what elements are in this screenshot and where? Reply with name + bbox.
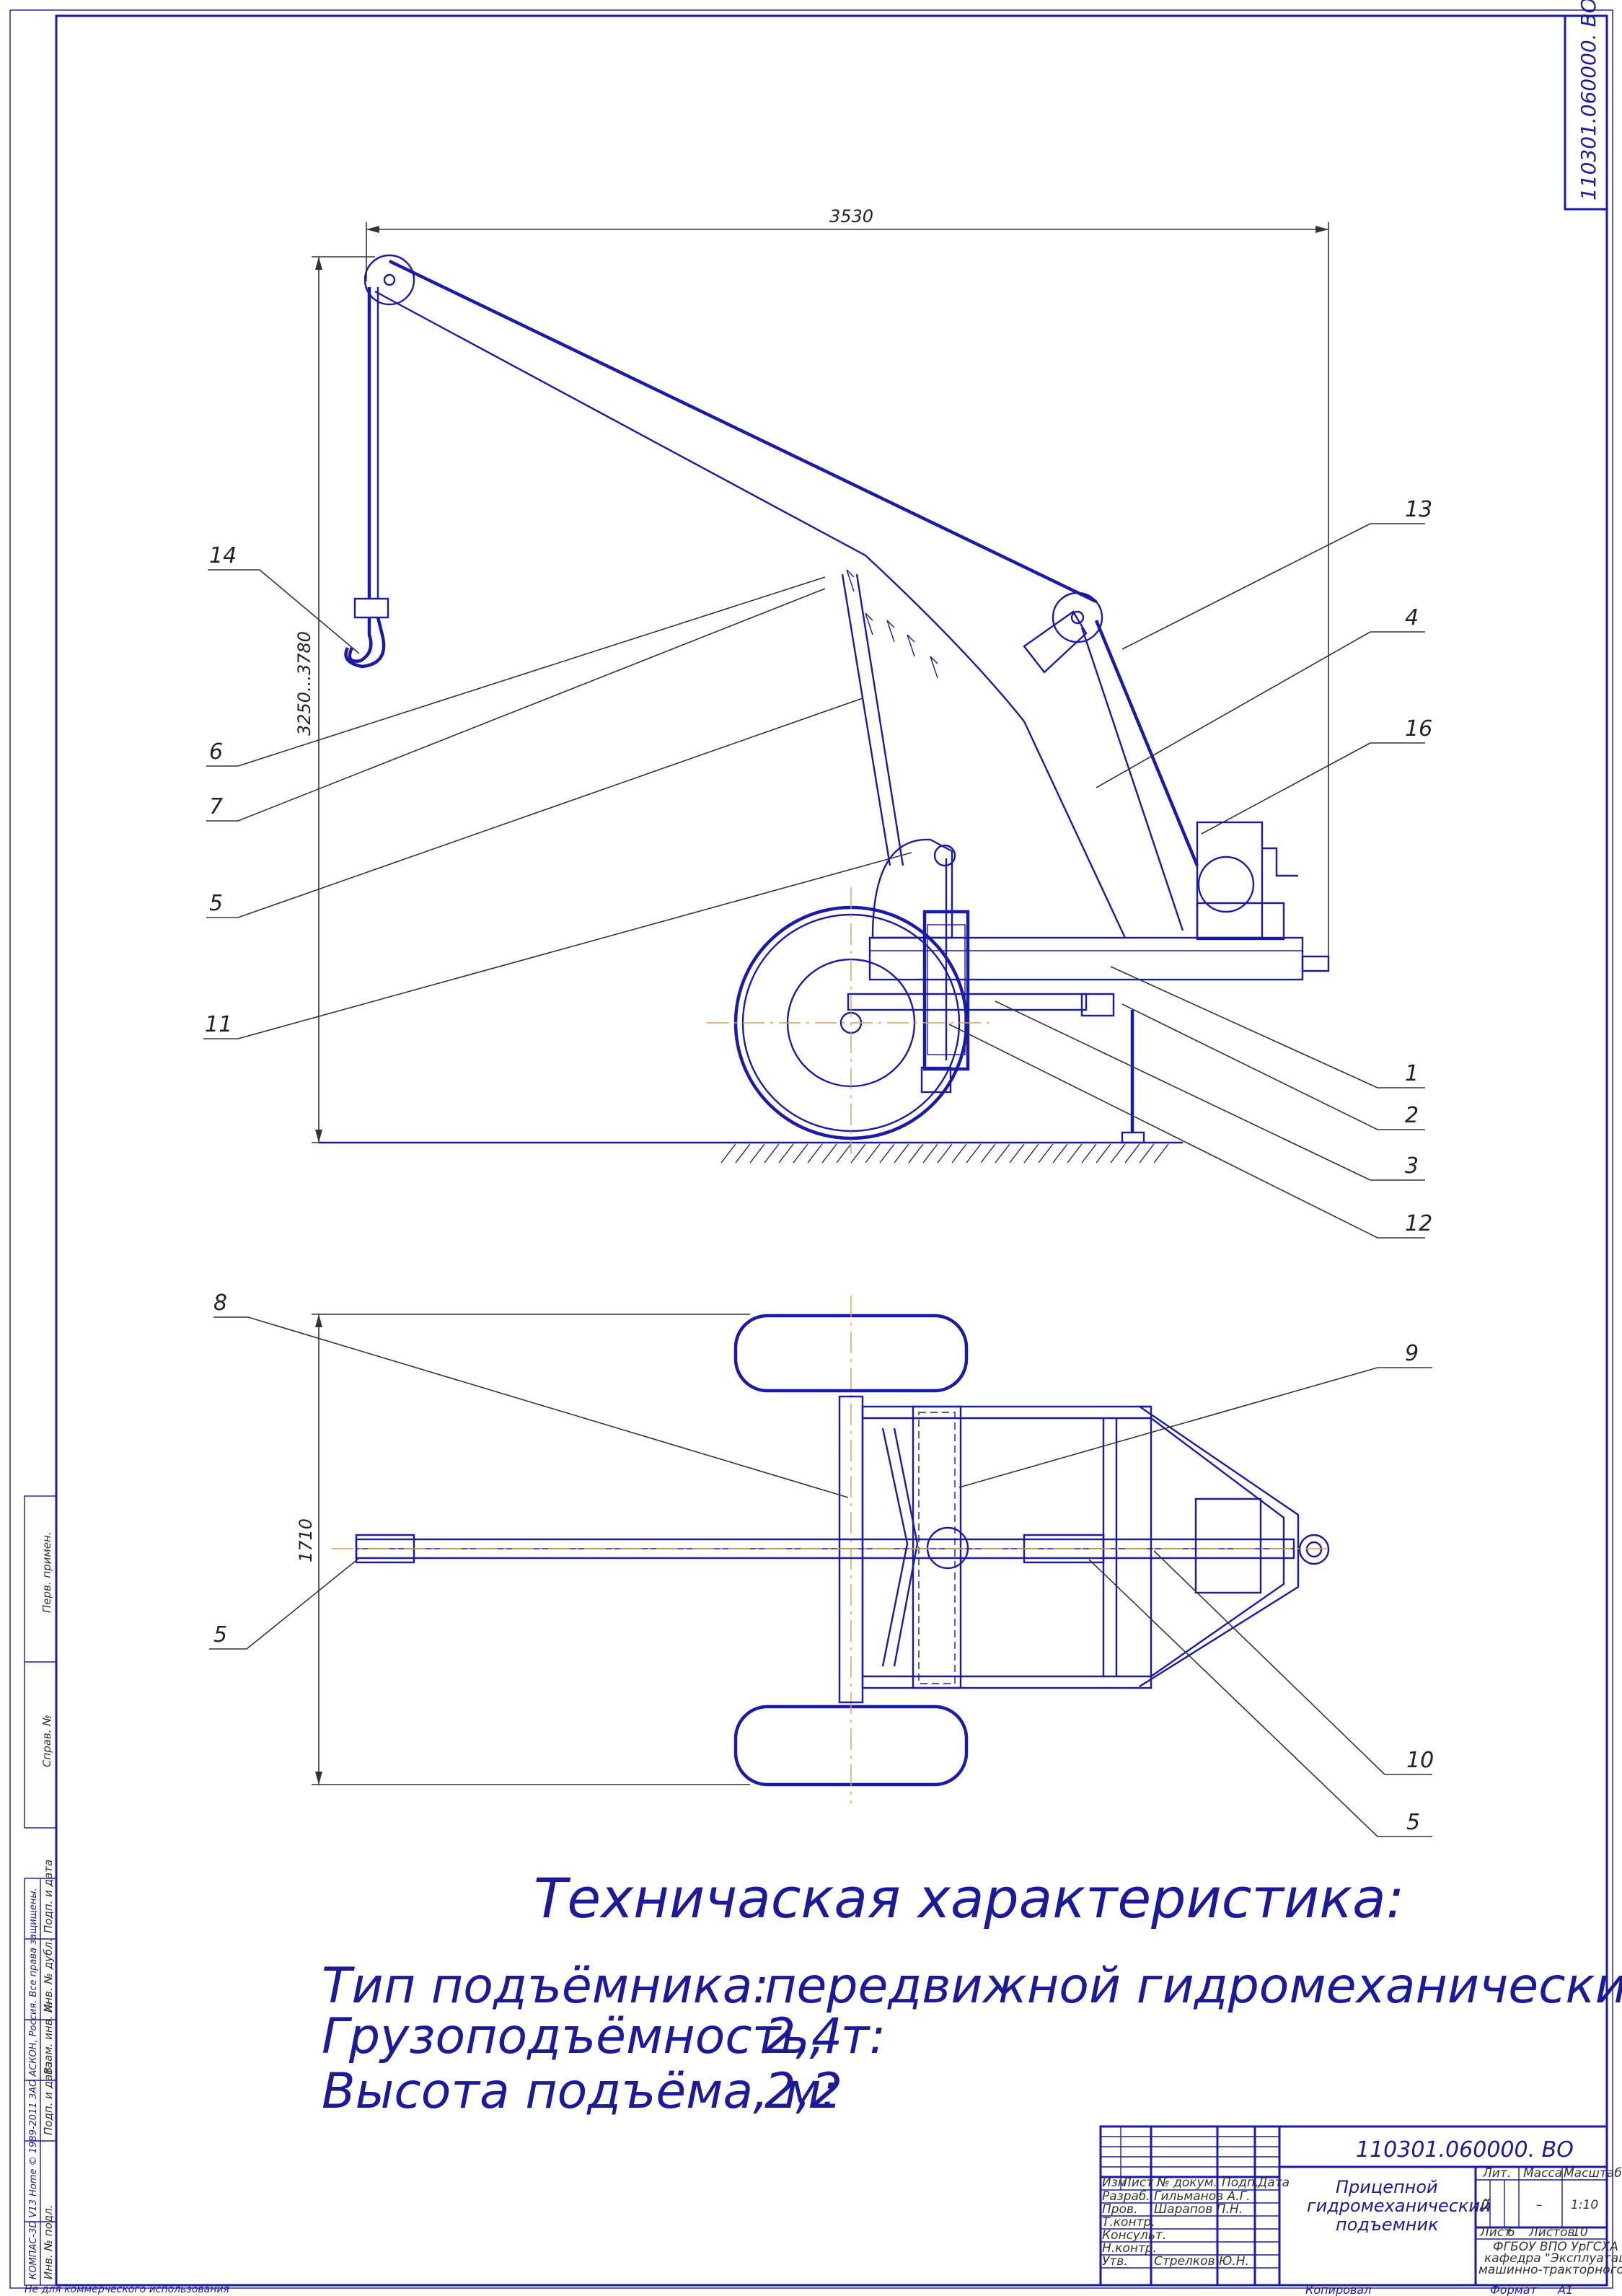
tb-lit: Д [1479, 2198, 1489, 2212]
tb-h-doc: № докум. [1156, 2176, 1217, 2190]
outer-border [9, 9, 1613, 2289]
callout-9: 8 [213, 1290, 227, 1316]
spec-type-value: передвижной гидромеханический [764, 1958, 1622, 2015]
winch [1196, 821, 1298, 941]
callout-3: 3 [1405, 1153, 1419, 1179]
tb-org-1: ФГБОУ ВПО УрГСХА [1493, 2240, 1618, 2254]
callout-8: 7 [209, 794, 223, 819]
callout-6: 5 [209, 891, 223, 916]
tb-code: 110301.060000. ВО [1356, 2137, 1574, 2163]
callout-7: 6 [209, 739, 223, 765]
tb-sheets: 10 [1572, 2225, 1588, 2240]
callout-13: 12 [1405, 1211, 1432, 1236]
tb-title-2: гидромеханический [1307, 2196, 1491, 2216]
inner-frame [55, 14, 1608, 2287]
tb-role-1: Пров. [1102, 2202, 1137, 2217]
tb-title-3: подъемник [1336, 2214, 1439, 2235]
footer-note: Не для коммерческого использования [25, 2284, 229, 2295]
footer: Не для коммерческого использования Копир… [25, 2283, 1573, 2296]
top-code-box: 110301.060000. ВО [1564, 0, 1608, 211]
tb-name-1: Шарапов П.Н. [1154, 2202, 1243, 2217]
dim-height-text: 3250...3780 [294, 631, 314, 736]
stamp-perv-primen: Перв. примен. [40, 1531, 53, 1613]
top-code-text: 110301.060000. ВО [1577, 0, 1600, 201]
tb-role-4: Н.контр. [1102, 2241, 1157, 2256]
callout-10: 9 [1405, 1341, 1419, 1366]
dim-track: 1710 [296, 1314, 750, 1785]
tb-role-0: Разраб. [1102, 2189, 1150, 2204]
boom-top [332, 1534, 1327, 1564]
tb-scale-label: Масштаб [1564, 2166, 1622, 2181]
callout-1: 1 [1405, 1061, 1419, 1086]
callout-2: 2 [1405, 1103, 1419, 1128]
hook-assembly [344, 287, 389, 669]
tb-scale: 1:10 [1571, 2198, 1598, 2212]
stamp-podp-data-2: Подп. и дата [42, 2062, 55, 2135]
tb-h-list: Лист [1121, 2176, 1154, 2190]
callouts: 1 2 3 4 13 16 12 14 6 7 5 11 8 [203, 497, 1434, 1837]
tb-h-data: Дата [1257, 2176, 1290, 2190]
stamp-inv-dubl: Инв. № дубл. [42, 1938, 55, 2013]
callout-15: 14 [209, 543, 237, 568]
tb-role-2: Т.контр. [1102, 2215, 1155, 2230]
side-view: 3530 3250...3780 [294, 206, 1330, 1164]
tb-lit-label: Лит. [1482, 2166, 1511, 2181]
tb-org-2: кафедра "Эксплуатация [1484, 2251, 1622, 2266]
title-block: Изм Лист № докум. Подп. Дата Разраб. Гил… [1099, 2125, 1622, 2287]
tb-name-0: Гильманов А.Г. [1154, 2189, 1251, 2204]
tb-mass-label: Масса [1523, 2166, 1562, 2181]
callout-12: 11 [205, 1012, 232, 1037]
tb-sheet: 6 [1507, 2225, 1515, 2240]
tb-role-3: Консульт. [1102, 2228, 1166, 2243]
tb-h-podp: Подп. [1222, 2176, 1259, 2190]
ground-line [319, 1141, 1183, 1164]
dim-height: 3250...3780 [294, 256, 375, 1143]
spec-type-label: Тип подъёмника: [322, 1958, 769, 2015]
tb-title-1: Прицепной [1336, 2177, 1438, 2197]
tb-org-3: машинно-тракторного парка" [1478, 2263, 1622, 2277]
callout-14: 13 [1405, 497, 1432, 522]
tb-sheet-label: Лист [1479, 2225, 1512, 2240]
callout-5-left: 5 [213, 1622, 227, 1648]
specs-heading: Техничаская характеристика: [534, 1866, 1404, 1930]
wheel-side [707, 887, 995, 1154]
column [871, 838, 970, 1094]
strut [841, 569, 938, 866]
spec-capacity-value: 2,4 [764, 2008, 842, 2065]
footer-format-value: А1 [1557, 2283, 1573, 2296]
spec-height-value: 2,2 [764, 2063, 842, 2120]
stamp-inv-podl: Инв. № подл. [42, 2205, 55, 2279]
stamp-podp-data-1: Подп. и дата [42, 1860, 55, 1933]
tb-role-5: Утв. [1102, 2254, 1128, 2269]
trailer-frame-side [847, 936, 1330, 1144]
dim-track-text: 1710 [296, 1518, 316, 1562]
stamp-vzam-inv: Взам. инв. № [42, 2001, 55, 2075]
callout-5-right: 5 [1406, 1810, 1420, 1835]
trailer-frame-top [838, 1395, 1330, 1704]
top-view: 1710 [296, 1296, 1330, 1803]
callout-16: 16 [1405, 716, 1432, 742]
tb-name-5: Стрелков Ю.Н. [1154, 2254, 1249, 2269]
tb-h-izm: Изм [1102, 2176, 1127, 2190]
dim-width-text: 3530 [829, 206, 873, 226]
left-stamp-columns: Перв. примен. Справ. № Подп. и дата Инв.… [24, 1495, 57, 2286]
stamp-sprav: Справ. № [40, 1715, 53, 1767]
spec-height-label: Высота подъёма, м: [322, 2063, 838, 2120]
boom [363, 254, 1199, 938]
tb-mass: – [1536, 2198, 1543, 2212]
footer-format: Формат [1490, 2283, 1538, 2296]
callout-11: 10 [1406, 1748, 1434, 1773]
tb-sheets-label: Листов [1528, 2225, 1575, 2240]
spec-capacity-label: Грузоподъёмность, т: [322, 2008, 886, 2065]
callout-4: 4 [1405, 605, 1419, 630]
footer-copy: Копировал [1305, 2283, 1371, 2296]
specs: Техничаская характеристика: Тип подъёмни… [322, 1866, 1622, 2120]
stamp-kompas: КОМПАС-3D V13 Home © 1989-2011 ЗАО АСКОН… [28, 1888, 39, 2279]
